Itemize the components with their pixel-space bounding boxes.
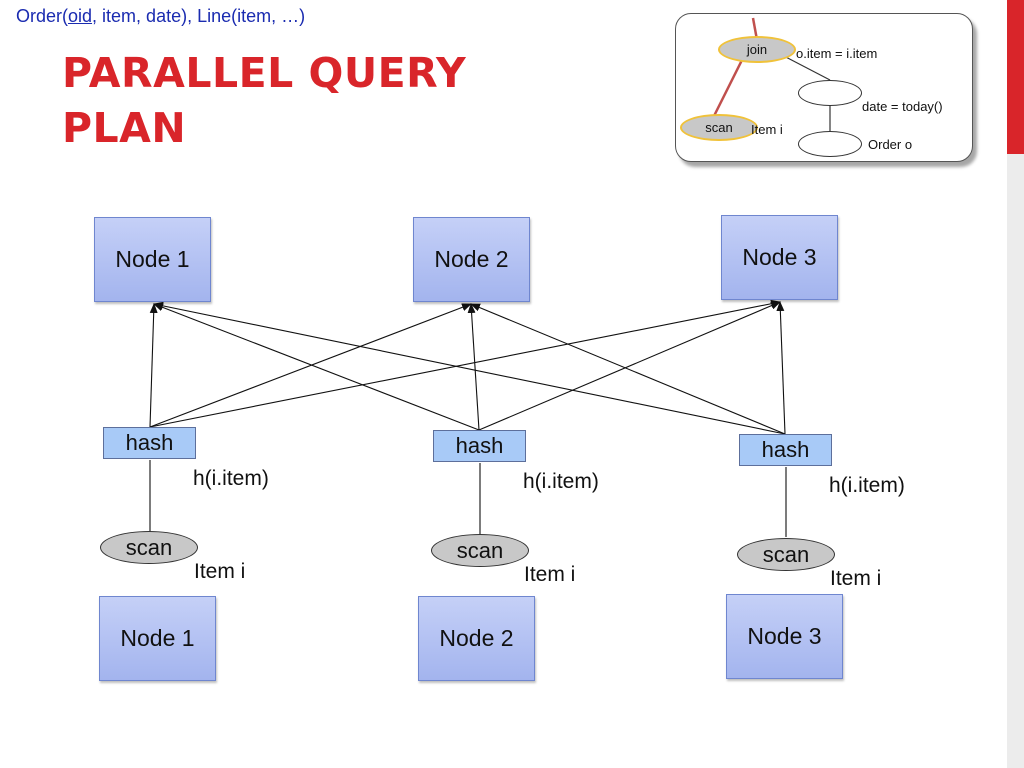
inset-scan-table: Item i	[751, 122, 783, 137]
scan-table-3: Item i	[830, 567, 882, 590]
right-edge-band	[1007, 0, 1024, 768]
hash-op-1: hash	[103, 427, 196, 459]
hash-func-3: h(i.item)	[829, 474, 905, 497]
scan-table-1: Item i	[194, 560, 246, 583]
inset-edge-join-scan	[712, 59, 744, 117]
inset-join-op: join	[718, 36, 796, 63]
schema-key: oid	[68, 6, 93, 26]
bottom-node-3: Node 3	[726, 594, 843, 679]
schema-rest: , item, date), Line(item, …)	[92, 6, 306, 26]
scan-op-2: scan	[431, 534, 529, 567]
top-node-1: Node 1	[94, 217, 211, 302]
hash-op-2: hash	[433, 430, 526, 462]
edge-hash1-node1	[149, 303, 158, 428]
inset-filter-op	[798, 80, 862, 106]
edge-hash1-node3	[149, 299, 781, 428]
bottom-node-2: Node 2	[418, 596, 535, 681]
edge-hash3-node2	[470, 303, 786, 435]
scan-op-3: scan	[737, 538, 835, 571]
scan-op-1: scan	[100, 531, 198, 564]
schema-prefix: Order(	[16, 6, 69, 26]
schema-line: Order(oid, item, date), Line(item, …)	[16, 6, 305, 27]
hash-op-3: hash	[739, 434, 832, 466]
inset-scan-op: scan	[680, 114, 758, 141]
inset-edge-join-filter	[779, 53, 831, 81]
scan-table-2: Item i	[524, 563, 576, 586]
edge-hash2-node3	[478, 301, 781, 431]
hash-func-2: h(i.item)	[523, 470, 599, 493]
top-node-3: Node 3	[721, 215, 838, 300]
edge-hash2-node2	[467, 303, 480, 431]
inset-join-condition: o.item = i.item	[796, 46, 878, 61]
edge-hash2-node1	[153, 303, 480, 431]
top-node-2: Node 2	[413, 217, 530, 302]
edge-hash3-node1	[153, 301, 786, 435]
hash-func-1: h(i.item)	[193, 467, 269, 490]
edge-hash1-node2	[149, 303, 472, 428]
inset-order-op	[798, 131, 862, 157]
inset-filter-condition: date = today()	[862, 99, 943, 114]
right-edge-accent	[1007, 0, 1024, 154]
slide-title: PARALLEL QUERY PLAN	[62, 49, 467, 152]
edge-hash3-node3	[776, 301, 786, 435]
inset-order-table: Order o	[868, 137, 913, 152]
bottom-node-1: Node 1	[99, 596, 216, 681]
